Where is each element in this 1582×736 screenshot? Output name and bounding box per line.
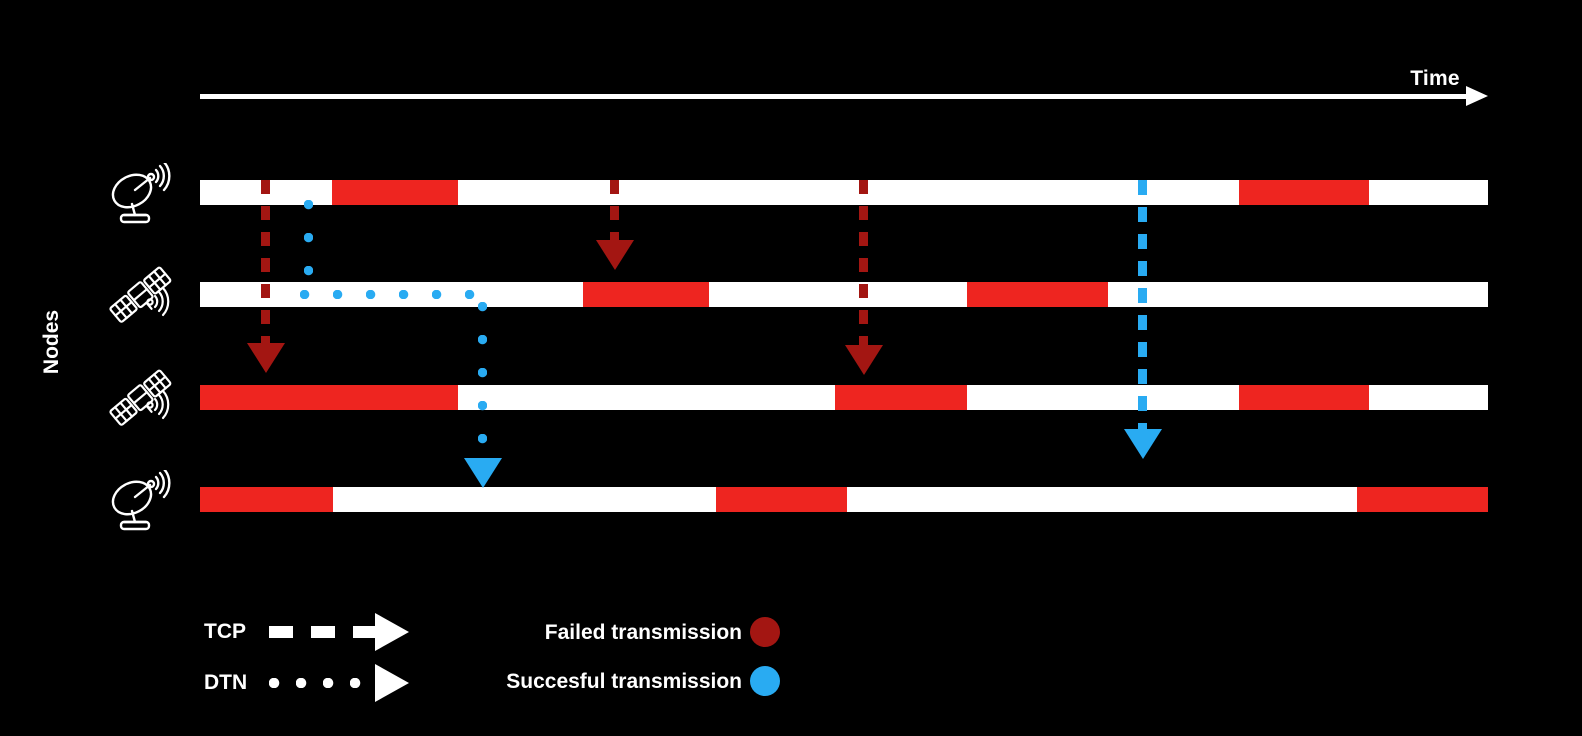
- legend-tcp-dash-icon: [269, 626, 378, 638]
- dtn-success-path-across: [300, 290, 486, 299]
- tcp-failed-path: [261, 180, 270, 345]
- outage-segment: [583, 282, 709, 307]
- legend-dtn-label: DTN: [204, 671, 248, 694]
- outage-segment: [716, 487, 847, 512]
- tcp-failed-path: [859, 180, 868, 347]
- legend-success-label: Succesful transmission: [506, 670, 742, 693]
- dtn-success-path-down: [304, 200, 313, 292]
- timeline-lane-1: [200, 180, 1488, 205]
- legend-dtn-dot-icon: [269, 678, 374, 688]
- timeline-lane-4: [200, 487, 1488, 512]
- legend-tcp-label: TCP: [204, 620, 246, 643]
- legend-failed-label: Failed transmission: [544, 621, 742, 644]
- dtn-success-arrowhead-icon: [464, 458, 502, 488]
- legend-success-swatch: [750, 666, 780, 696]
- dtn-success-path-down: [478, 302, 487, 462]
- legend-failed-swatch: [750, 617, 780, 647]
- outage-segment: [200, 385, 458, 410]
- time-axis-label: Time: [1410, 67, 1460, 90]
- outage-segment: [967, 282, 1108, 307]
- tcp-failed-path: [610, 180, 619, 242]
- tcp-failed-arrowhead-icon: [845, 345, 883, 375]
- outage-segment: [1239, 180, 1369, 205]
- time-axis-line: [200, 94, 1470, 99]
- tcp-failed-arrowhead-icon: [596, 240, 634, 270]
- ground-station-icon: [104, 163, 176, 227]
- time-axis-arrow-icon: [1466, 86, 1488, 106]
- dtn-success-path-down: [1138, 180, 1147, 431]
- timeline-lane-3: [200, 385, 1488, 410]
- outage-segment: [200, 487, 333, 512]
- legend-tcp-arrowhead-icon: [375, 613, 409, 651]
- outage-segment: [332, 180, 458, 205]
- ground-station-icon: [104, 470, 176, 534]
- satellite-icon: [104, 368, 176, 432]
- outage-segment: [1239, 385, 1369, 410]
- legend-dtn-arrowhead-icon: [375, 664, 409, 702]
- dtn-success-arrowhead-icon: [1124, 429, 1162, 459]
- nodes-axis-label: Nodes: [40, 309, 63, 375]
- outage-segment: [1357, 487, 1488, 512]
- outage-segment: [835, 385, 967, 410]
- tcp-failed-arrowhead-icon: [247, 343, 285, 373]
- satellite-icon: [104, 265, 176, 329]
